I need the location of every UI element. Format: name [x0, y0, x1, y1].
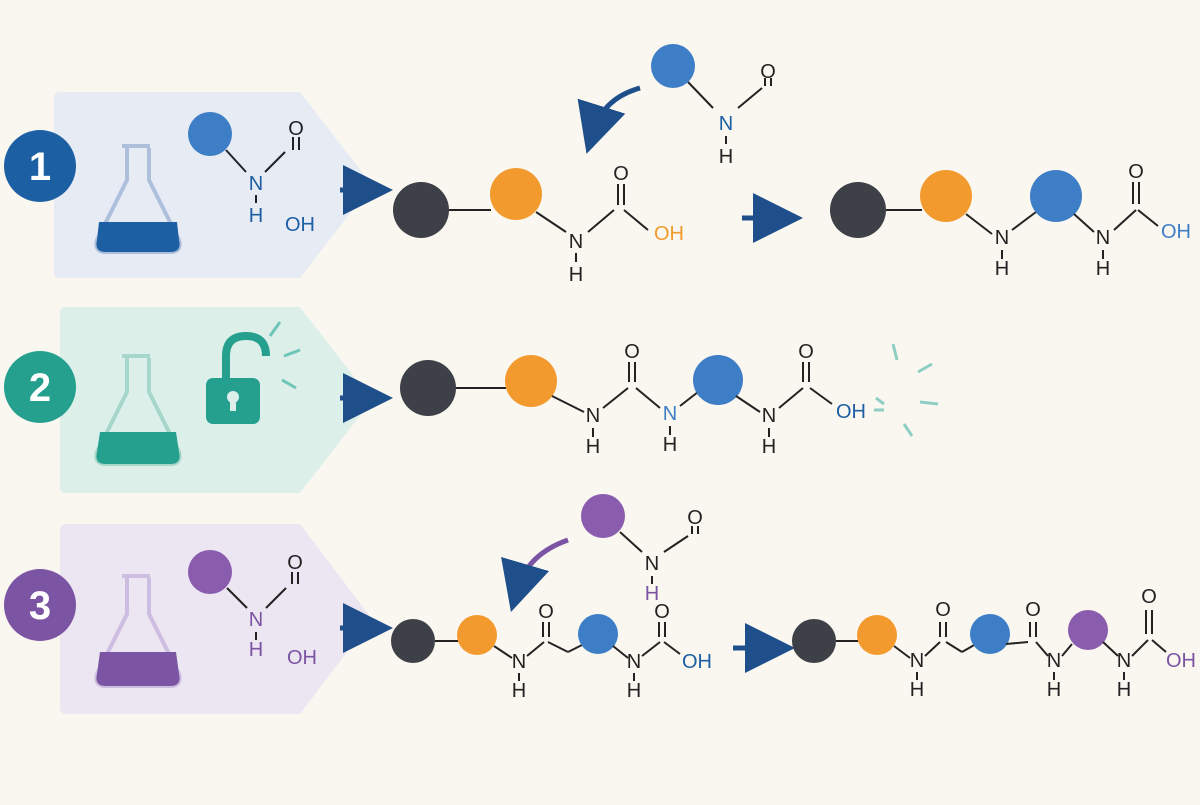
- oxygen-label: O: [687, 507, 703, 529]
- step-1-amino-acid-reagent: O N H OH: [188, 112, 315, 236]
- hydroxyl-label: OH: [285, 214, 315, 236]
- hydrogen-label: H: [762, 436, 776, 458]
- blue-amino-acid-icon: [1030, 170, 1082, 222]
- nitrogen-label: N: [995, 227, 1009, 249]
- resin-bead: [792, 619, 836, 663]
- nitrogen-label: N: [249, 609, 263, 631]
- oxygen-label: O: [1025, 599, 1041, 621]
- hydroxyl-label: OH: [654, 223, 684, 245]
- oxygen-label: O: [935, 599, 951, 621]
- nitrogen-label: N: [249, 173, 263, 195]
- hydrogen-label: H: [586, 436, 600, 458]
- blue-amino-acid-icon: [970, 614, 1010, 654]
- step-3-row: 3 O N H OH O N: [4, 494, 1196, 714]
- oxygen-label: O: [624, 341, 640, 363]
- step-1-badge: [4, 130, 76, 202]
- nitrogen-label: N: [512, 651, 526, 673]
- hydrogen-label: H: [645, 583, 659, 605]
- step-3-product: N H O O N H N H O: [792, 586, 1196, 701]
- incoming-blue-amino-acid: O N H: [577, 44, 776, 168]
- orange-amino-acid-icon: [490, 168, 542, 220]
- step-3-intermediate: N H O N H O OH: [391, 601, 712, 702]
- resin-bead: [830, 182, 886, 238]
- sparkle-icon: [874, 343, 939, 437]
- step-2-number: 2: [29, 366, 51, 410]
- resin-bead: [391, 619, 435, 663]
- nitrogen-label: N: [1047, 650, 1061, 672]
- oxygen-label: O: [1128, 161, 1144, 183]
- orange-amino-acid-icon: [457, 615, 497, 655]
- oxygen-label: O: [1141, 586, 1157, 608]
- step-1-number: 1: [29, 145, 51, 189]
- hydroxyl-label: OH: [1161, 221, 1191, 243]
- step-1-intermediate: O N H OH: [393, 163, 684, 286]
- nitrogen-label: N: [719, 113, 733, 135]
- nitrogen-label: N: [1117, 650, 1131, 672]
- hydrogen-label: H: [1047, 679, 1061, 701]
- purple-amino-acid-icon: [188, 550, 232, 594]
- hydroxyl-label: OH: [836, 401, 866, 423]
- hydrogen-label: H: [249, 639, 263, 661]
- orange-amino-acid-icon: [857, 615, 897, 655]
- nitrogen-label: N: [663, 403, 677, 425]
- oxygen-label: O: [288, 118, 304, 140]
- hydrogen-label: H: [249, 205, 263, 227]
- step-2-product: N H O N H N H O OH: [400, 341, 939, 458]
- hydroxyl-label: OH: [1166, 650, 1196, 672]
- step-2-row: 2 N H O N: [4, 307, 939, 493]
- hydrogen-label: H: [995, 258, 1009, 280]
- hydrogen-label: H: [627, 680, 641, 702]
- hydrogen-label: H: [1117, 679, 1131, 701]
- nitrogen-label: N: [645, 553, 659, 575]
- oxygen-label: O: [613, 163, 629, 185]
- curved-arrow: [501, 537, 569, 612]
- flask-icon: [94, 354, 182, 466]
- orange-amino-acid-icon: [505, 355, 557, 407]
- hydrogen-label: H: [719, 146, 733, 168]
- oxygen-label: O: [654, 601, 670, 623]
- flask-icon: [94, 144, 182, 254]
- curved-arrow: [577, 85, 641, 154]
- hydrogen-label: H: [910, 679, 924, 701]
- hydroxyl-label: OH: [287, 647, 317, 669]
- orange-amino-acid-icon: [920, 170, 972, 222]
- flask-icon: [94, 574, 182, 688]
- step-3-number: 3: [29, 584, 51, 628]
- hydrogen-label: H: [512, 680, 526, 702]
- nitrogen-label: N: [586, 405, 600, 427]
- hydrogen-label: H: [1096, 258, 1110, 280]
- resin-bead: [400, 360, 456, 416]
- step-1-row: 1 O N H OH O N: [4, 44, 1191, 286]
- resin-bead: [393, 182, 449, 238]
- blue-amino-acid-icon: [578, 614, 618, 654]
- unlock-icon: [206, 321, 301, 424]
- blue-amino-acid-icon: [693, 355, 743, 405]
- hydrogen-label: H: [663, 434, 677, 456]
- nitrogen-label: N: [569, 231, 583, 253]
- oxygen-label: O: [798, 341, 814, 363]
- step-2-badge: [4, 351, 76, 423]
- oxygen-label: O: [760, 61, 776, 83]
- incoming-purple-amino-acid: O N H: [501, 494, 703, 612]
- purple-amino-acid-icon: [1068, 610, 1108, 650]
- step-3-badge: [4, 569, 76, 641]
- step-3-amino-acid-reagent: O N H OH: [188, 550, 317, 669]
- nitrogen-label: N: [627, 651, 641, 673]
- oxygen-label: O: [538, 601, 554, 623]
- nitrogen-label: N: [1096, 227, 1110, 249]
- blue-amino-acid-icon: [188, 112, 232, 156]
- oxygen-label: O: [287, 552, 303, 574]
- hydrogen-label: H: [569, 264, 583, 286]
- nitrogen-label: N: [910, 650, 924, 672]
- nitrogen-label: N: [762, 405, 776, 427]
- step-1-product: N H N H O OH: [830, 161, 1191, 280]
- hydroxyl-label: OH: [682, 651, 712, 673]
